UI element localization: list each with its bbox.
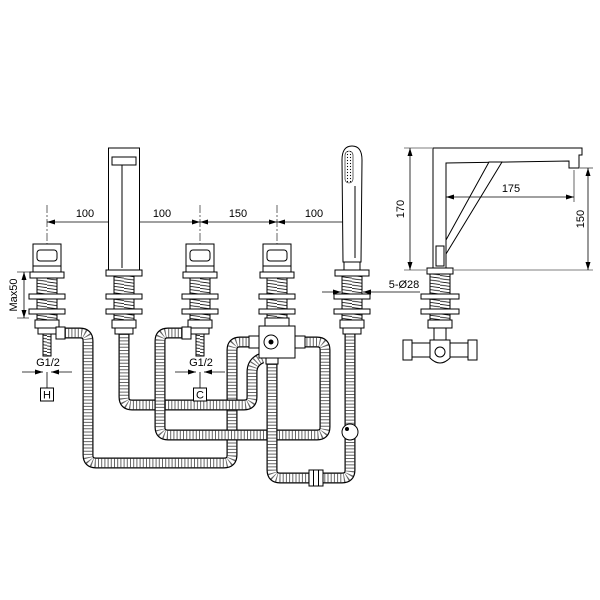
spout-side-collar xyxy=(435,245,445,267)
escutcheon-flange xyxy=(334,269,370,277)
lock-nut xyxy=(111,319,137,329)
hose-fitting xyxy=(55,326,66,340)
spout-outlet xyxy=(111,156,137,166)
ball-weight-body xyxy=(341,423,359,441)
spout-outlet-height-label: 150 xyxy=(575,210,587,228)
shower-outlet-nut xyxy=(265,357,279,365)
hot-valve xyxy=(28,243,66,357)
hot-marker-label: H xyxy=(43,390,51,402)
hose-fitting xyxy=(181,326,192,340)
deck-thickness-label: Max50 xyxy=(8,278,20,311)
union-nut-body xyxy=(308,469,324,487)
spray-face xyxy=(344,150,354,184)
inlet-thread xyxy=(42,333,52,357)
outlet-nut xyxy=(342,327,362,335)
escutcheon-flange xyxy=(105,269,143,277)
washer-upper xyxy=(258,293,296,300)
side-nut-left xyxy=(402,339,413,361)
lock-nut xyxy=(264,317,290,327)
shower-holder-ring xyxy=(343,261,361,271)
mounting-hole-dimension: 5-Ø28 xyxy=(322,279,420,295)
side-union-bore xyxy=(434,346,446,358)
hand-shower xyxy=(333,145,371,335)
handle-window xyxy=(189,249,211,262)
washer-upper xyxy=(28,293,66,300)
deck-thickness-dimension: Max50 xyxy=(8,271,31,319)
washer-lower xyxy=(28,308,66,315)
side-washer-lower xyxy=(420,308,460,315)
spout-overall-height-label: 170 xyxy=(395,200,407,218)
washer-upper xyxy=(181,293,219,300)
spacing-label-3: 150 xyxy=(229,208,247,220)
spacing-label-4: 100 xyxy=(305,208,323,220)
spout-brace xyxy=(445,161,503,256)
outlet-nut xyxy=(37,327,57,335)
handle-window xyxy=(266,249,288,262)
spout-side-view xyxy=(402,147,583,364)
cold-marker-label: C xyxy=(196,390,204,402)
spacing-label-2: 100 xyxy=(153,208,171,220)
handle-window xyxy=(36,249,58,262)
mounting-hole-label: 5-Ø28 xyxy=(389,279,420,291)
spout-outlet-height-dimension: 150 xyxy=(454,167,593,271)
diverter-valve xyxy=(248,243,306,365)
spacing-label-1: 100 xyxy=(76,208,94,220)
lock-nut xyxy=(339,319,365,329)
diverter-port-center xyxy=(268,339,274,345)
hose-union-nut xyxy=(308,469,324,487)
hot-inlet-annotation: G1/2 H xyxy=(22,357,72,402)
outlet-nut xyxy=(114,327,134,335)
side-lock-nut xyxy=(427,319,453,329)
washer-lower xyxy=(181,308,219,315)
cold-thread-label: G1/2 xyxy=(189,357,213,369)
escutcheon-flange xyxy=(29,271,65,279)
outlet-nut xyxy=(190,327,210,335)
escutcheon-flange xyxy=(259,271,295,279)
side-escutcheon xyxy=(426,267,454,275)
hot-marker-box xyxy=(40,387,54,402)
hot-thread-label: G1/2 xyxy=(36,357,60,369)
inlet-thread xyxy=(195,333,205,357)
cold-valve xyxy=(181,243,219,357)
spout-overall-height-dimension: 170 xyxy=(395,147,432,271)
washer-lower xyxy=(333,308,371,315)
bath-spout xyxy=(105,147,143,335)
cold-inlet-annotation: G1/2 C xyxy=(175,357,225,402)
hose-ball-weight xyxy=(341,423,359,441)
side-nut-right xyxy=(467,339,478,361)
washer-upper xyxy=(333,293,371,300)
ball-weight-highlight xyxy=(345,427,349,431)
spout-side-body xyxy=(432,147,583,269)
lock-nut xyxy=(187,319,213,329)
washer-upper xyxy=(105,293,143,300)
side-washer-upper xyxy=(420,293,460,300)
spout-projection-label: 175 xyxy=(502,183,520,195)
hole-spacing-dimension: 100 100 150 100 xyxy=(46,205,353,244)
lock-nut xyxy=(34,319,60,329)
side-stem xyxy=(433,327,447,341)
spout-body xyxy=(108,147,140,271)
washer-lower xyxy=(105,308,143,315)
spout-projection-dimension: 175 xyxy=(446,170,575,202)
washer-lower xyxy=(258,308,296,315)
cold-marker-box xyxy=(193,387,207,402)
escutcheon-flange xyxy=(182,271,218,279)
inlet-nut-left xyxy=(248,335,260,349)
inlet-nut-right xyxy=(294,335,306,349)
